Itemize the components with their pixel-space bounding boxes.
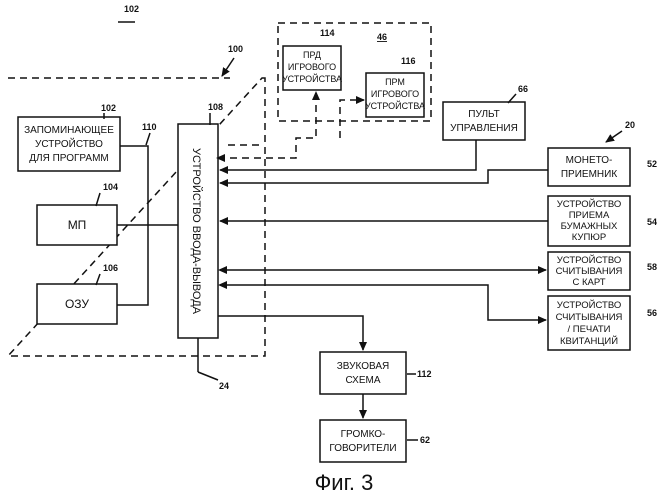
ref-mp-leader: [96, 193, 100, 206]
game-tx-label-1: ПРД: [303, 50, 321, 60]
sound-circuit-block: [320, 352, 406, 394]
game-to-rx-link: [340, 100, 364, 138]
control-panel-label-1: ПУЛЬТ: [468, 109, 499, 120]
ref-processor-leader: [222, 58, 234, 76]
ticket-printer-label-4: КВИТАНЦИЙ: [560, 335, 618, 347]
ticket-printer-io-link: [220, 285, 546, 320]
ref-system-overall: 20: [625, 120, 635, 130]
ref-game-tx: 114: [320, 28, 335, 38]
ticket-printer-label-1: УСТРОЙСТВО: [557, 299, 622, 311]
ref-control-panel: 66: [518, 84, 528, 94]
card-reader-label-2: СЧИТЫВАНИЯ: [556, 266, 623, 277]
game-rx-label-3: УСТРОЙСТВА: [365, 100, 425, 111]
mp-label: МП: [68, 218, 87, 232]
game-tx-label-3: УСТРОЙСТВА: [282, 73, 342, 84]
ticket-printer-label-2: СЧИТЫВАНИЯ: [556, 312, 623, 323]
ref-bus: 24: [219, 381, 229, 391]
card-reader-label-1: УСТРОЙСТВО: [557, 254, 622, 266]
ref-processor-block: 100: [228, 44, 243, 54]
sound-circuit-label-2: СХЕМА: [346, 375, 381, 386]
control-panel-block: [443, 102, 525, 140]
ref-card-reader: 58: [647, 262, 657, 272]
ref-speakers: 62: [420, 435, 430, 445]
bill-acceptor-label-4: КУПЮР: [572, 232, 606, 243]
program-memory-label-3: ДЛЯ ПРОГРАММ: [29, 153, 109, 164]
game-tx-label-2: ИГРОВОГО: [288, 62, 336, 72]
coin-acceptor-to-io: [220, 170, 548, 183]
io-to-game-tx-link: [218, 92, 316, 158]
ref-system-overall-leader: [606, 131, 622, 142]
ref-program-memory: 102: [101, 103, 116, 113]
ram-label: ОЗУ: [65, 297, 89, 311]
ref-bus-leader: [146, 133, 150, 145]
ref-bus-line: 110: [142, 122, 157, 132]
program-memory-label-1: ЗАПОМИНАЮЩЕЕ: [24, 125, 114, 136]
ref-coin-acceptor: 52: [647, 159, 657, 169]
ref-ram: 106: [103, 263, 118, 273]
coin-acceptor-block: [548, 148, 630, 186]
ref-bill-acceptor: 54: [647, 217, 657, 227]
speakers-label-1: ГРОМКО-: [341, 429, 386, 440]
card-reader-label-3: С КАРТ: [572, 277, 605, 288]
io-label: УСТРОЙСТВО ВВОДА-ВЫВОДА: [190, 148, 203, 315]
ref-sound-circuit: 112: [417, 369, 432, 379]
ref-system: 102: [124, 4, 139, 14]
ref-mp: 104: [103, 182, 118, 192]
game-rx-label-1: ПРМ: [385, 77, 405, 87]
ref-game-rx: 116: [401, 56, 416, 66]
speakers-label-2: ГОВОРИТЕЛИ: [329, 443, 396, 454]
ref-ticket-printer: 56: [647, 308, 657, 318]
io-to-sound-circuit: [218, 316, 363, 350]
figure-caption: Фиг. 3: [315, 470, 374, 495]
program-memory-label-2: УСТРОЙСТВО: [35, 137, 103, 150]
sound-circuit-label-1: ЗВУКОВАЯ: [337, 361, 389, 372]
game-rx-label-2: ИГРОВОГО: [371, 89, 419, 99]
coin-acceptor-label-2: ПРИЕМНИК: [561, 169, 617, 180]
ref-game-link: 46: [377, 32, 387, 42]
coin-acceptor-label-1: МОНЕТО-: [566, 155, 613, 166]
ticket-printer-label-3: / ПЕЧАТИ: [567, 324, 610, 335]
bill-acceptor-label-3: БУМАЖНЫХ: [561, 221, 618, 232]
bill-acceptor-label-1: УСТРОЙСТВО: [557, 198, 622, 210]
control-panel-label-2: УПРАВЛЕНИЯ: [450, 123, 518, 134]
bill-acceptor-label-2: ПРИЕМА: [569, 210, 610, 221]
ref-io: 108: [208, 102, 223, 112]
speakers-block: [320, 420, 406, 462]
bus-24-leader: [198, 372, 218, 380]
